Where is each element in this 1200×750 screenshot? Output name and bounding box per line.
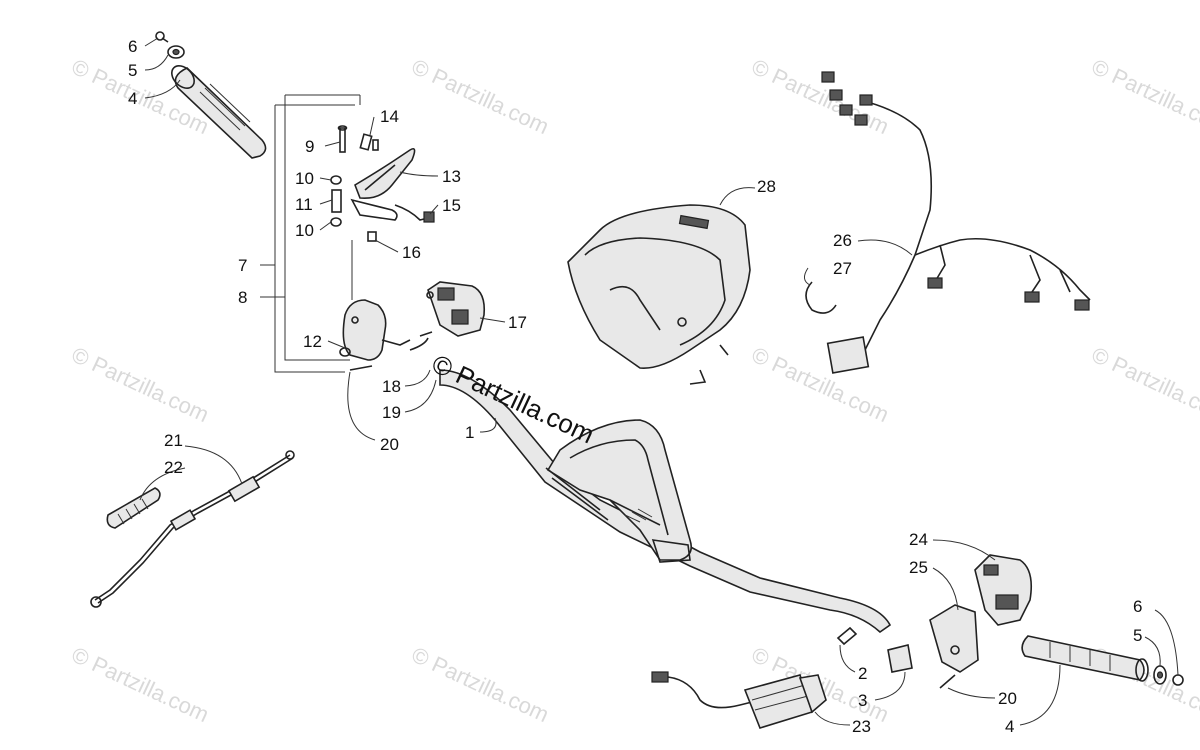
wiring-harness: [805, 71, 1091, 374]
bushings: [330, 175, 377, 242]
callout-label: 12: [303, 332, 322, 351]
callout-label: 6: [1133, 597, 1142, 616]
callout-label: 27: [833, 259, 852, 278]
callout-label: 21: [164, 431, 183, 450]
callout-label: 5: [128, 61, 137, 80]
callout-label: 2: [858, 664, 867, 683]
callout-label: 18: [382, 377, 401, 396]
callout-label: 7: [238, 256, 247, 275]
callout-label: 4: [128, 89, 137, 108]
throttle-housing: [339, 240, 433, 371]
handlebar-bag: [567, 204, 751, 385]
callout-label: 15: [442, 196, 461, 215]
lever-group-bracket: [274, 94, 361, 373]
callout-label: 8: [238, 288, 247, 307]
callout-label: 3: [858, 691, 867, 710]
callout-label: 5: [1133, 626, 1142, 645]
callout-label: 23: [852, 717, 871, 736]
leader-lines: [139, 37, 1179, 726]
small-insert: [359, 133, 379, 151]
callout-label: 17: [508, 313, 527, 332]
watermark: © Partzilla.com: [1088, 54, 1200, 139]
watermark: © Partzilla.com: [748, 342, 893, 427]
callout-labels: 6 5 4 14 9 13 10 11 15 10 16 7 8 17 12 1…: [128, 37, 1142, 736]
callout-label: 19: [382, 403, 401, 422]
heater-element: [651, 671, 827, 729]
callout-label: 28: [757, 177, 776, 196]
watermark-layer: © Partzilla.com © Partzilla.com © Partzi…: [68, 54, 1200, 727]
callout-label: 25: [909, 558, 928, 577]
watermark: © Partzilla.com: [68, 342, 213, 427]
callout-label: 22: [164, 458, 183, 477]
right-switch-assembly: [929, 554, 1033, 689]
watermark: © Partzilla.com: [68, 642, 213, 727]
watermark: © Partzilla.com: [1088, 342, 1200, 427]
bar-end-parts: [836, 626, 913, 673]
callout-label: 11: [295, 195, 313, 214]
callout-label: 9: [305, 137, 314, 156]
throttle-lever: [350, 147, 435, 223]
pin-part: [337, 125, 348, 153]
callout-label: 24: [909, 530, 928, 549]
callout-label: 16: [402, 243, 421, 262]
callout-label: 26: [833, 231, 852, 250]
watermark: © Partzilla.com: [408, 54, 553, 139]
watermark: © Partzilla.com: [408, 642, 553, 727]
callout-label: 10: [295, 169, 314, 188]
handlebar: [439, 369, 892, 634]
callout-label: 13: [442, 167, 461, 186]
callout-label: 10: [295, 221, 314, 240]
callout-label: 1: [465, 423, 474, 442]
callout-label: 20: [380, 435, 399, 454]
callout-label: 4: [1005, 717, 1014, 736]
switch-housing: [426, 281, 486, 337]
callout-label: 20: [998, 689, 1017, 708]
left-grip-assembly: [155, 31, 267, 159]
throttle-cable: [90, 450, 295, 608]
callout-label: 6: [128, 37, 137, 56]
right-grip-assembly: [1021, 635, 1184, 686]
callout-label: 14: [380, 107, 399, 126]
